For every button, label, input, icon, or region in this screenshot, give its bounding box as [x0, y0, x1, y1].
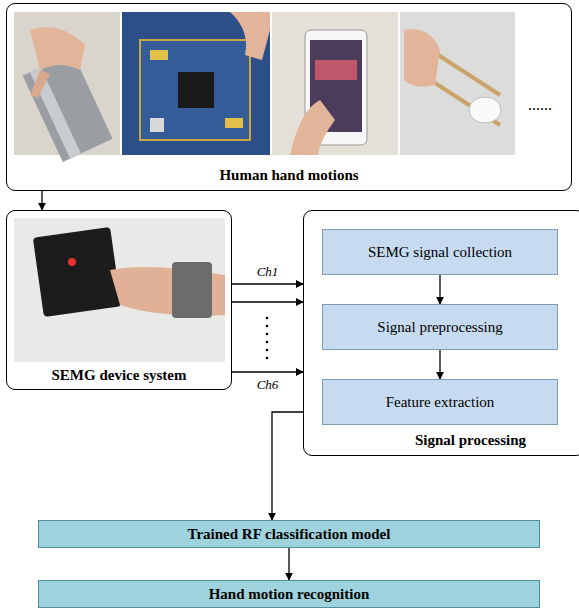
node-label: Signal preprocessing: [377, 319, 502, 336]
channel-label: Ch6: [256, 377, 280, 393]
process-box: SEMG signal collection: [322, 229, 558, 275]
group-box: Signal processing SEMG signal collectionS…: [303, 210, 579, 456]
process-band: Trained RF classification model: [38, 520, 540, 548]
arrow-connector: [232, 301, 303, 302]
process-box: Feature extraction: [322, 379, 558, 425]
group-title: Signal processing: [415, 432, 526, 449]
photo-chopsticks-egg: [400, 12, 515, 155]
group-title: Human hand motions: [219, 167, 358, 184]
photo-circuit-board: [122, 12, 270, 155]
process-band: Hand motion recognition: [38, 580, 540, 608]
arrow-connector: [439, 275, 440, 304]
arrow-connector: [288, 548, 289, 580]
node-label: Hand motion recognition: [209, 586, 370, 603]
process-box: Signal preprocessing: [322, 304, 558, 350]
photo-grasp-cylinder: [14, 12, 120, 162]
photo-phone: [272, 12, 398, 155]
arrow-connector: [272, 412, 303, 520]
arrow-connector: [232, 371, 303, 372]
node-label: SEMG signal collection: [368, 244, 512, 261]
photo-semg-device: [14, 218, 225, 362]
ellipsis-label: ......: [528, 96, 552, 114]
node-label: Trained RF classification model: [188, 526, 391, 543]
arrow-connector: [41, 191, 42, 210]
channel-label: Ch1: [256, 264, 280, 280]
arrow-connector: [232, 283, 303, 284]
arrow-connector: [439, 350, 440, 379]
node-label: Feature extraction: [386, 394, 495, 411]
group-box: SEMG device system: [6, 210, 232, 390]
group-box: Human hand motions: [6, 3, 572, 191]
channel-dots: [266, 317, 269, 360]
group-title: SEMG device system: [52, 367, 187, 384]
